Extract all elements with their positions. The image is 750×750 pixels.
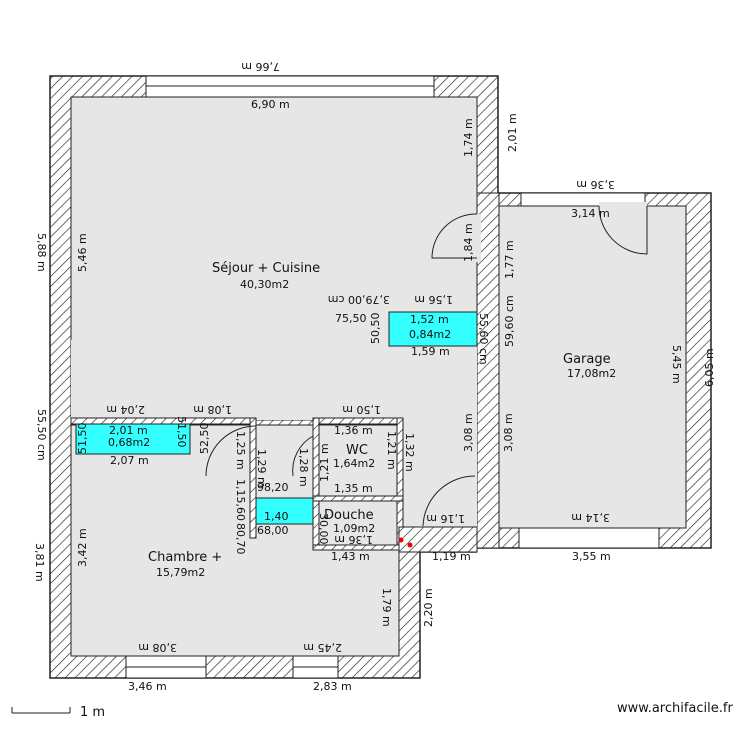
dim-mid-c: 1,15,60 — [234, 479, 247, 521]
door-gap-garage — [599, 202, 647, 210]
door-gap-sejour-garage — [473, 214, 481, 262]
cabinet-left-area: 0,68m2 — [108, 436, 150, 449]
garage-area: 17,08m2 — [567, 367, 616, 380]
dim-top-inner: 6,90 m — [251, 98, 290, 111]
dim-left-c: 51,50 — [76, 423, 89, 455]
dim-wc-in: 1,36 m — [334, 424, 373, 437]
douche-area: 1,09m2 — [333, 522, 375, 535]
dim-garage-side: 1,77 m — [503, 240, 516, 279]
dim-hall-b: 1,16 m — [426, 512, 465, 525]
dim-wc-h4: 1,21 m — [385, 431, 398, 470]
dim-left-inner: 5,46 m — [76, 233, 89, 272]
dim-mid-d: 80,70 — [234, 523, 247, 555]
dim-chambre-bot4: 2,45 m — [303, 641, 342, 654]
dim-garage-mid: 3,08 m — [462, 413, 475, 452]
wc-area: 1,64m2 — [333, 457, 375, 470]
window-garage-bottom — [518, 527, 660, 549]
garage-name: Garage — [563, 352, 611, 367]
dim-chambre-v: 1,79 m — [380, 588, 393, 627]
dim-wc-h2: 1,32 m — [403, 433, 416, 472]
dim-garage-top-inner: 3,14 m — [571, 207, 610, 220]
dim-garage-bottom-inner: 3,14 m — [571, 511, 610, 524]
dim-cab-b: 1,56 m — [414, 293, 453, 306]
brand-footer[interactable]: www.archifacile.fr — [617, 701, 733, 716]
dim-left-g: 52,50 — [198, 423, 211, 455]
hall-floor — [399, 420, 477, 540]
cabinet-left — [75, 423, 191, 455]
chambre-floor — [70, 424, 400, 657]
chambre-area: 15,79m2 — [156, 566, 205, 579]
dim-cab-c: 75,50 — [335, 312, 367, 325]
dim-garage-left-cm: 59,60 cm — [503, 295, 516, 347]
dim-cab-h: 50,50 — [369, 313, 382, 345]
partition-horizontal — [70, 417, 256, 425]
door-swing-wc — [292, 435, 314, 477]
sejour-area: 40,30m2 — [240, 278, 289, 291]
dim-chambre-bot1: 3,46 m — [128, 680, 167, 693]
wc-wall-mid — [312, 495, 404, 502]
dim-garage-top-outer: 3,36 m — [576, 178, 615, 191]
partition-vertical-1 — [249, 417, 257, 539]
door-swing-hall — [422, 475, 476, 527]
dim-hall-a: 1,19 m — [432, 550, 471, 563]
dim-left-d: 2,01 m — [109, 424, 148, 437]
sejour-lower — [71, 340, 477, 420]
marker-1 — [398, 537, 404, 543]
dim-mid-b: 1,29 m — [255, 449, 268, 488]
dim-left-cm: 55,50 cm — [35, 409, 48, 461]
garage-floor-top — [498, 205, 687, 529]
chambre-name: Chambre + — [148, 550, 222, 565]
dim-right-upper-inner: 1,74 m — [462, 118, 475, 157]
cabinet-mid — [255, 497, 314, 525]
dim-douche-w: 1,36 m — [334, 533, 373, 546]
door-swing-chambre — [205, 425, 257, 477]
dim-cab-f: 1,52 m — [410, 313, 449, 326]
dim-left-a: 2,04 m — [106, 403, 145, 416]
dim-cab-d: 1,59 m — [411, 345, 450, 358]
scale-label: 1 m — [80, 705, 105, 720]
dim-mid-f: 1,40 — [264, 510, 289, 523]
cabinet-sejour — [388, 311, 478, 347]
scale-bar — [11, 707, 71, 714]
dim-wc-h: 1,21 m — [318, 443, 331, 482]
dim-chambre-v2: 2,20 m — [422, 588, 435, 627]
dim-left-e: 51,50 — [175, 416, 188, 448]
dim-wc-h3: 1,28 m — [297, 448, 310, 487]
dim-cab-e: 55,60 cm — [477, 313, 490, 365]
dim-garage-bottom-outer: 3,55 m — [572, 550, 611, 563]
dim-door-right: 1,84 m — [462, 223, 475, 262]
dim-garage-mid2: 3,08 m — [502, 413, 515, 452]
dim-chambre-bot2: 2,83 m — [313, 680, 352, 693]
dim-mid-g: 68,00 — [257, 524, 289, 537]
dim-left-b: 2,07 m — [110, 454, 149, 467]
wc-name: WC — [346, 443, 368, 458]
dim-wc-bot: 1,35 m — [334, 482, 373, 495]
dim-top-outer: 7,66 m — [241, 60, 280, 73]
dim-douche-w2: 1,43 m — [331, 550, 370, 563]
douche-name: Douche — [324, 508, 374, 523]
hall-wall — [398, 526, 478, 553]
dim-wc-w: 1,50 m — [342, 403, 381, 416]
dim-chambre-h2: 3,81 m — [33, 543, 46, 582]
sejour-name: Séjour + Cuisine — [212, 261, 320, 276]
cabinet-sejour-area: 0,84m2 — [409, 328, 451, 341]
dim-left-f: 1,08 m — [193, 403, 232, 416]
dim-garage-right-inner: 5,45 m — [670, 345, 683, 384]
dim-mid-h: 30,00 — [317, 513, 330, 545]
dim-chambre-h: 3,42 m — [76, 528, 89, 567]
dim-left-outer: 5,88 m — [35, 233, 48, 272]
dim-mid-a: 1,25 m — [234, 431, 247, 470]
dim-mid-e: 98,20 — [257, 481, 289, 494]
door-swing-sejour — [431, 213, 478, 259]
door-swing-garage — [598, 205, 648, 255]
dim-cab-a: 3,79,00 cm — [328, 293, 390, 306]
dim-garage-right-outer: 6,05 m — [703, 348, 716, 387]
dim-right-upper-outer: 2,01 m — [506, 113, 519, 152]
marker-2 — [407, 542, 413, 548]
dim-chambre-bot3: 3,08 m — [138, 641, 177, 654]
